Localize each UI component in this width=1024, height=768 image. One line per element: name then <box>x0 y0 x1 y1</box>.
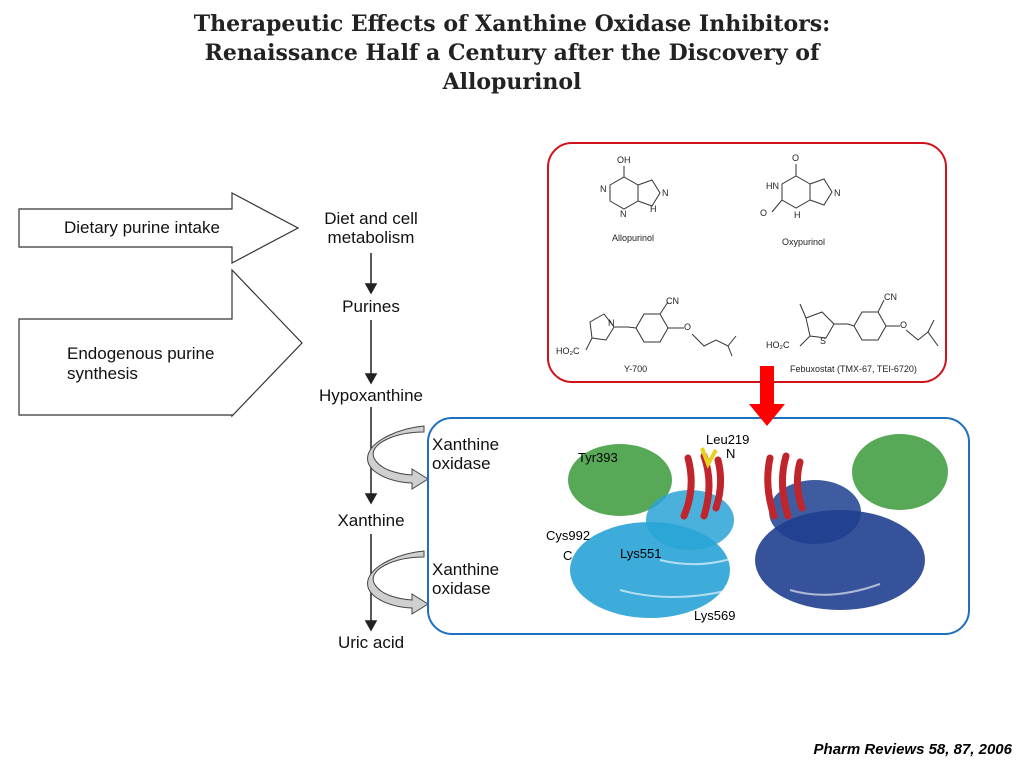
xanthine-oxidase-protein-ribbon <box>568 434 948 618</box>
title-line-3: Allopurinol <box>442 69 582 95</box>
y700-acid-group: HO₂C <box>556 346 580 356</box>
dietary-intake-label: Dietary purine intake <box>64 218 220 237</box>
diet-metabolism-label: Diet and cell metabolism <box>306 209 436 247</box>
xanthine-oxidase-label-1: Xanthine oxidase <box>432 435 499 473</box>
enzyme1-line-1: Xanthine <box>432 435 500 454</box>
enzyme1-line-2: oxidase <box>432 454 491 473</box>
inhibitor-structures-box <box>547 142 947 383</box>
febuxostat-structure <box>799 299 939 347</box>
n-terminus-label: N <box>726 446 736 461</box>
c-terminus-label: C <box>563 548 573 563</box>
inhibitor-to-enzyme-arrow <box>749 366 785 426</box>
diet-label-line-1: Diet and cell <box>324 209 418 228</box>
oxypurinol-o-atom-1: O <box>792 153 800 163</box>
endogenous-label-line-2: synthesis <box>67 364 138 383</box>
allopurinol-n-atom-1: N <box>600 184 607 194</box>
oxypurinol-hn-atom: HN <box>766 181 779 191</box>
allopurinol-n-atom-3: N <box>662 188 669 198</box>
allopurinol-name: Allopurinol <box>612 233 655 243</box>
chem-structures <box>585 164 939 357</box>
uric-acid-label: Uric acid <box>337 633 405 652</box>
enzyme2-line-2: oxidase <box>432 579 491 598</box>
endogenous-synthesis-label: Endogenous purine synthesis <box>67 344 214 384</box>
diet-label-line-2: metabolism <box>327 228 415 247</box>
dietary-intake-arrow <box>18 192 300 264</box>
febuxostat-cn-group: CN <box>884 292 897 302</box>
y700-o-atom: O <box>684 322 692 332</box>
allopurinol-n-atom-2: N <box>620 209 627 219</box>
title-line-2: Renaissance Half a Century after the Dis… <box>204 40 820 66</box>
lys569-label: Lys569 <box>694 608 736 623</box>
y700-structure <box>585 301 737 357</box>
oxypurinol-structure <box>771 164 833 213</box>
allopurinol-structure <box>609 166 661 210</box>
xanthine-oxidase-curved-arrow-1 <box>367 425 429 490</box>
allopurinol-nh-atom: H <box>650 204 657 214</box>
y700-n-atom: N <box>608 318 615 328</box>
citation: Pharm Reviews 58, 87, 2006 <box>813 741 1012 758</box>
cys992-label: Cys992 <box>546 528 591 543</box>
purines-label: Purines <box>342 297 400 316</box>
lys551-label: Lys551 <box>620 546 662 561</box>
xanthine-oxidase-curved-arrow-2 <box>367 550 429 615</box>
allopurinol-oh-atom: OH <box>617 155 631 165</box>
oxypurinol-o-atom-2: O <box>760 208 768 218</box>
febuxostat-s-atom: S <box>820 336 827 346</box>
xanthine-oxidase-label-2: Xanthine oxidase <box>432 560 499 598</box>
leu219-label: Leu219 <box>706 432 750 447</box>
endogenous-label-line-1: Endogenous purine <box>67 344 215 363</box>
oxypurinol-name: Oxypurinol <box>782 237 826 247</box>
tyr393-label: Tyr393 <box>578 450 618 465</box>
febuxostat-name: Febuxostat (TMX-67, TEI-6720) <box>790 364 917 374</box>
oxypurinol-nh-atom: H <box>794 210 801 220</box>
page-title: Therapeutic Effects of Xanthine Oxidase … <box>0 10 1024 97</box>
y700-name: Y-700 <box>624 364 648 374</box>
enzyme2-line-1: Xanthine <box>432 560 500 579</box>
febuxostat-acid-group: HO₂C <box>766 340 790 350</box>
xanthine-label: Xanthine <box>337 511 405 530</box>
endogenous-synthesis-arrow <box>18 268 303 418</box>
title-line-1: Therapeutic Effects of Xanthine Oxidase … <box>193 11 831 37</box>
hypoxanthine-label: Hypoxanthine <box>319 386 423 405</box>
oxypurinol-n-atom: N <box>834 188 841 198</box>
febuxostat-o-atom: O <box>900 320 908 330</box>
y700-cn-group: CN <box>666 296 679 306</box>
